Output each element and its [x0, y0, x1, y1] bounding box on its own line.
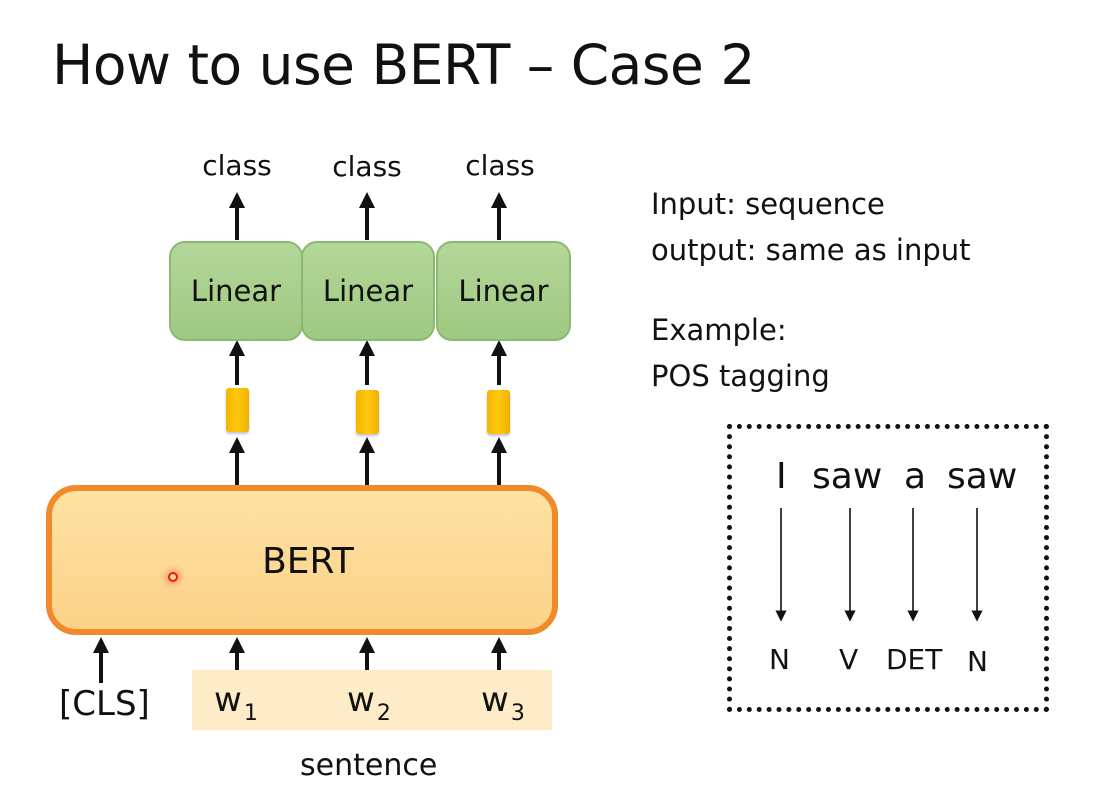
output-vector-2	[356, 390, 379, 434]
pos-tag-3: DET	[886, 643, 943, 676]
linear-layer-1: Linear	[169, 241, 303, 341]
token-base: w	[214, 680, 242, 720]
pos-word-1: I	[776, 456, 787, 497]
token-base: w	[481, 680, 509, 720]
example-name: POS tagging	[651, 359, 830, 393]
token-subscript: 3	[510, 701, 525, 726]
linear-label: Linear	[458, 274, 549, 308]
pos-example-box	[727, 424, 1049, 712]
class-output-1: class	[202, 149, 272, 182]
pos-tag-2: V	[839, 643, 859, 676]
token-subscript: 1	[243, 701, 258, 726]
linear-layer-3: Linear	[436, 241, 571, 341]
input-description: Input: sequence	[651, 187, 885, 221]
pos-word-3: a	[904, 456, 927, 497]
cls-token: [CLS]	[59, 684, 150, 724]
token-w1: w1	[214, 683, 258, 725]
sentence-label: sentence	[300, 748, 438, 783]
bert-encoder-block: BERT	[46, 485, 558, 635]
class-output-3: class	[465, 149, 535, 182]
pos-tag-1: N	[769, 643, 790, 676]
token-base: w	[347, 680, 375, 720]
linear-layer-2: Linear	[301, 241, 435, 341]
output-vector-1	[226, 388, 249, 432]
bert-label: BERT	[262, 541, 354, 582]
class-output-2: class	[332, 150, 402, 183]
slide-title: How to use BERT – Case 2	[52, 33, 755, 97]
output-vector-3	[487, 390, 510, 434]
pos-word-4: saw	[947, 456, 1018, 497]
linear-label: Linear	[322, 274, 414, 308]
pos-word-2: saw	[812, 456, 883, 497]
linear-label: Linear	[190, 274, 282, 308]
laser-pointer-indicator	[168, 572, 178, 582]
output-description: output: same as input	[651, 233, 971, 267]
token-w2: w2	[347, 683, 391, 725]
example-heading: Example:	[651, 313, 787, 347]
pos-tag-4: N	[967, 645, 988, 678]
sentence-highlight-band	[192, 670, 552, 730]
token-subscript: 2	[376, 701, 391, 726]
token-w3: w3	[481, 683, 525, 725]
